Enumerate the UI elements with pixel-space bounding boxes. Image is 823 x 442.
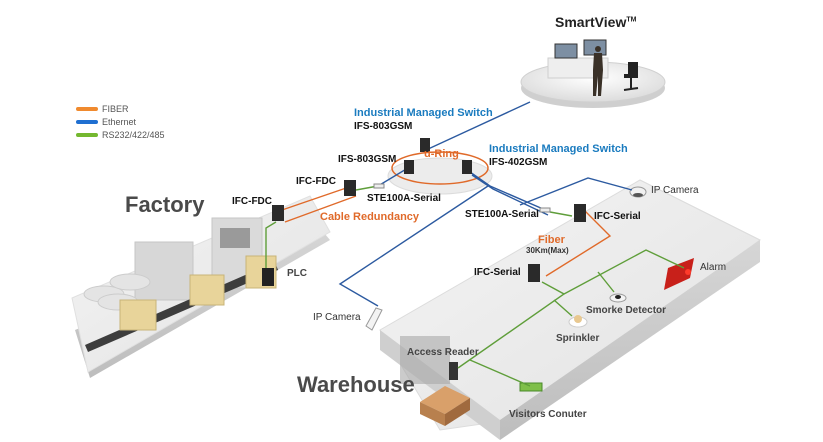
serial-links [265, 185, 685, 387]
cardboard-box-icon [420, 386, 470, 426]
ste100a-serial-factory-icon [373, 183, 385, 189]
ifc-serial-lower-label: IFC-Serial [474, 267, 521, 278]
ifc-fdc-lower-label: IFC-FDC [232, 196, 272, 207]
serial-swatch [76, 133, 98, 137]
warehouse-building [365, 179, 761, 440]
switch-top-title: Industrial Managed Switch [354, 107, 493, 119]
ethernet-link-ste-factory [377, 167, 409, 187]
legend-item-rs232: RS232/422/485 [76, 130, 165, 140]
switch-top-model: IFS-803GSM [354, 121, 413, 132]
warehouse-title: Warehouse [297, 372, 415, 397]
sprinkler-label: Sprinkler [556, 333, 600, 344]
ifc-serial-lower-icon [528, 264, 540, 282]
access-reader-label: Access Reader [407, 347, 479, 358]
factory-floor [71, 195, 331, 378]
smartview-title-text: SmartView [555, 14, 627, 30]
ethernet-links [338, 101, 633, 307]
ethernet-link-camera-left [338, 185, 489, 307]
smartview-title: SmartViewTM [555, 14, 636, 30]
fiber-links [281, 185, 612, 277]
fiber-swatch [76, 107, 98, 111]
smartview-control-room [520, 39, 666, 108]
ethernet-link-camera-top [519, 177, 633, 206]
smoke-detector-icon [609, 293, 627, 303]
ip-camera-left-label: IP Camera [313, 312, 361, 323]
legend-item-ethernet: Ethernet [76, 117, 136, 127]
ifc-serial-upper-icon [574, 204, 586, 222]
fiber-distance-label: 30Km(Max) [526, 246, 569, 255]
ip-camera-top-label: IP Camera [651, 185, 699, 196]
factory-title: Factory [125, 192, 205, 217]
serial-link-ifc-serial [549, 211, 573, 217]
plc-device-icon [262, 268, 274, 286]
alarm-device-icon [664, 258, 694, 290]
serial-link-plc [265, 221, 277, 268]
fiber-label: Fiber [538, 234, 565, 246]
alarm-label: Alarm [700, 262, 727, 273]
fiber-redundant-1 [281, 185, 353, 211]
switch-ifs-803gsm-top-icon [420, 138, 430, 152]
legend-label: Ethernet [102, 117, 137, 127]
legend-label: RS232/422/485 [102, 130, 165, 140]
ethernet-swatch [76, 120, 98, 124]
ethernet-link-smartview [425, 101, 531, 151]
trademark-mark: TM [626, 16, 637, 24]
ip-camera-dome-icon [629, 186, 647, 198]
switch-ifs-402gsm-icon [462, 160, 472, 174]
ifc-serial-upper-label: IFC-Serial [594, 211, 641, 222]
visitors-counter-label: Visitors Conuter [509, 409, 587, 420]
chair-icon [623, 62, 639, 91]
switch-right-title: Industrial Managed Switch [489, 143, 628, 155]
ip-camera-bullet-icon [365, 307, 383, 331]
access-reader-device-icon [449, 362, 458, 380]
ste100a-serial-warehouse-icon [539, 207, 551, 213]
ste100a-serial-warehouse-label: STE100A-Serial [465, 209, 539, 220]
plc-label: PLC [287, 268, 307, 279]
ethernet-link-warehouse-a [469, 171, 551, 213]
fiber-redundant-2 [284, 195, 357, 223]
sprinkler-icon [568, 315, 588, 328]
ste100a-serial-factory-label: STE100A-Serial [367, 193, 441, 204]
switch-ifs-803gsm-left-icon [404, 160, 414, 174]
legend-label: FIBER [102, 104, 129, 114]
ifc-fdc-upper-icon [344, 180, 356, 196]
ethernet-link-warehouse-b [471, 174, 549, 216]
operator-figure-icon [593, 46, 603, 96]
ifc-fdc-upper-label: IFC-FDC [296, 176, 336, 187]
u-ring-label: u-Ring [424, 148, 459, 160]
visitors-counter-device-icon [519, 382, 543, 392]
legend-item-fiber: FIBER [76, 104, 129, 114]
switch-left-model: IFS-803GSM [338, 154, 397, 165]
fiber-warehouse [545, 209, 612, 277]
ifc-fdc-lower-icon [272, 205, 284, 221]
smoke-detector-label: Smorke Detector [586, 305, 667, 316]
switch-right-model: IFS-402GSM [489, 157, 548, 168]
cable-redundancy-label: Cable Redundancy [320, 211, 420, 223]
